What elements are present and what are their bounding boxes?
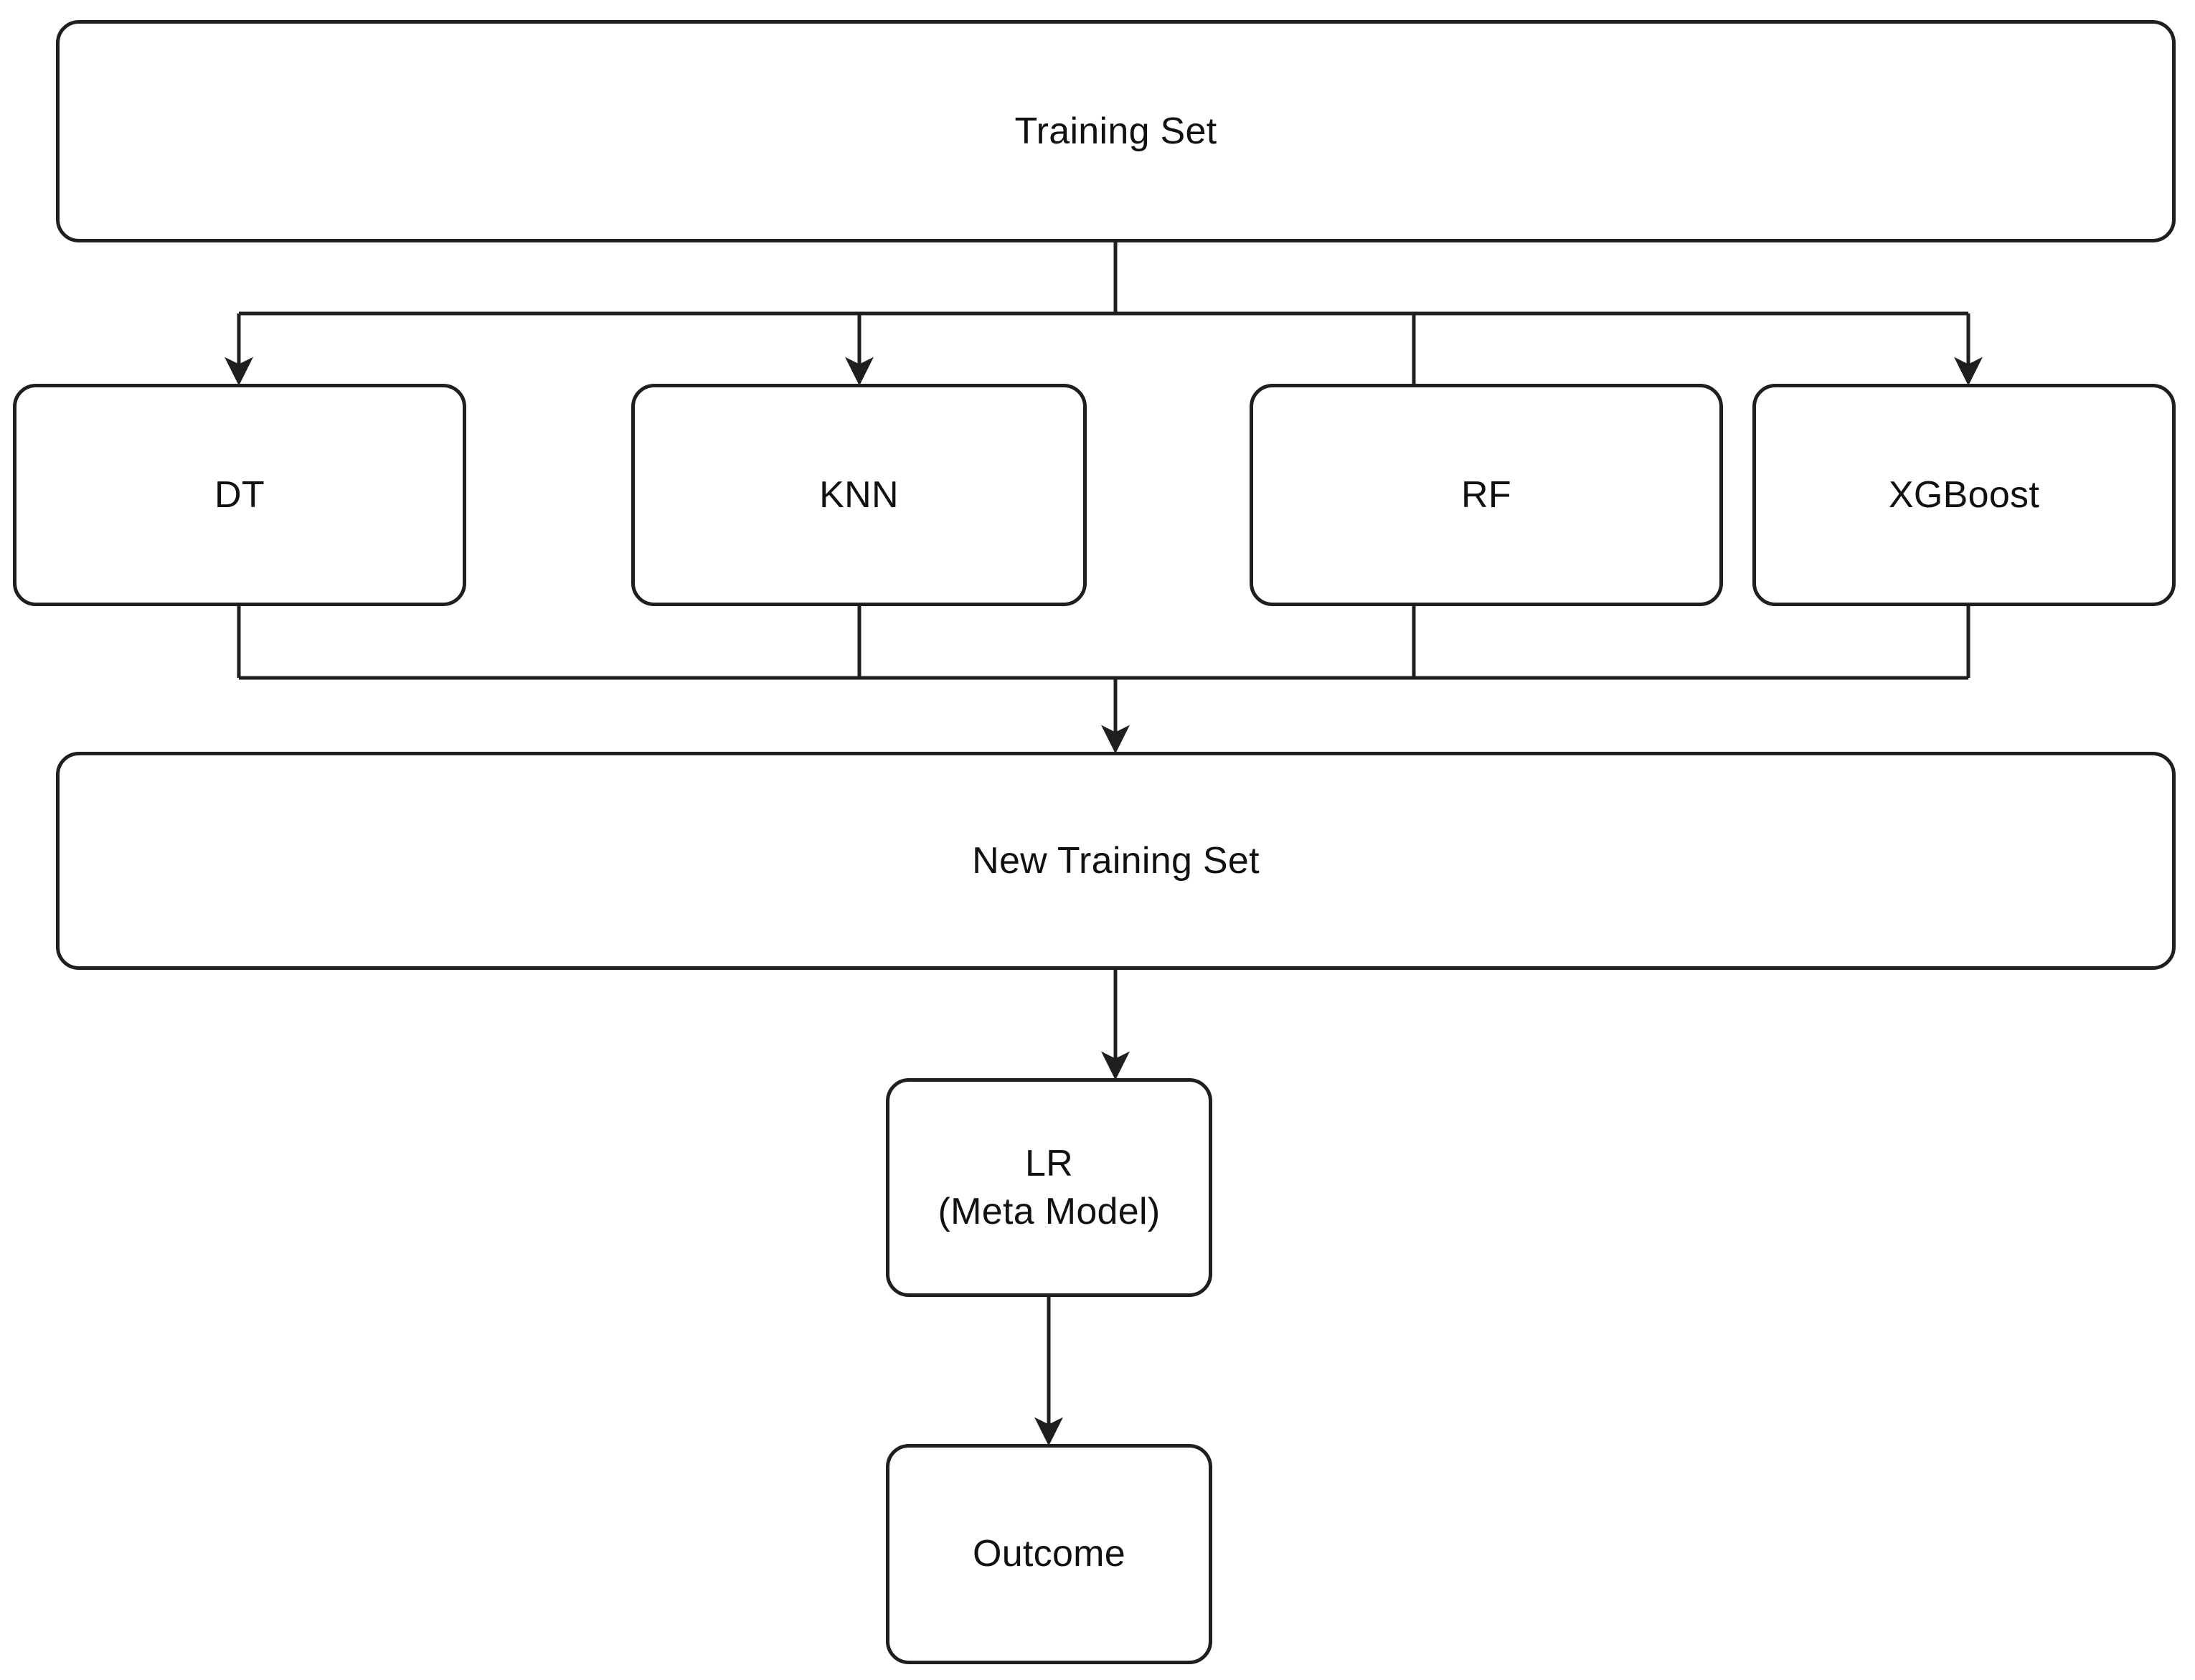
node-outcome[interactable]: Outcome <box>886 1444 1212 1664</box>
node-xgboost-label: XGBoost <box>1888 473 2040 516</box>
node-rf-label: RF <box>1461 473 1511 516</box>
node-rf[interactable]: RF <box>1250 384 1723 606</box>
node-new-training-set[interactable]: New Training Set <box>56 752 2176 970</box>
node-training-set[interactable]: Training Set <box>56 20 2176 242</box>
node-training-set-label: Training Set <box>1014 110 1217 152</box>
node-new-training-set-label: New Training Set <box>972 839 1260 882</box>
node-dt[interactable]: DT <box>13 384 466 606</box>
node-lr-meta-model[interactable]: LR (Meta Model) <box>886 1078 1212 1297</box>
node-dt-label: DT <box>214 473 265 516</box>
node-knn-label: KNN <box>819 473 899 516</box>
node-lr-meta-model-label: LR (Meta Model) <box>938 1142 1161 1232</box>
node-outcome-label: Outcome <box>972 1533 1126 1575</box>
node-xgboost[interactable]: XGBoost <box>1752 384 2176 606</box>
node-knn[interactable]: KNN <box>631 384 1087 606</box>
